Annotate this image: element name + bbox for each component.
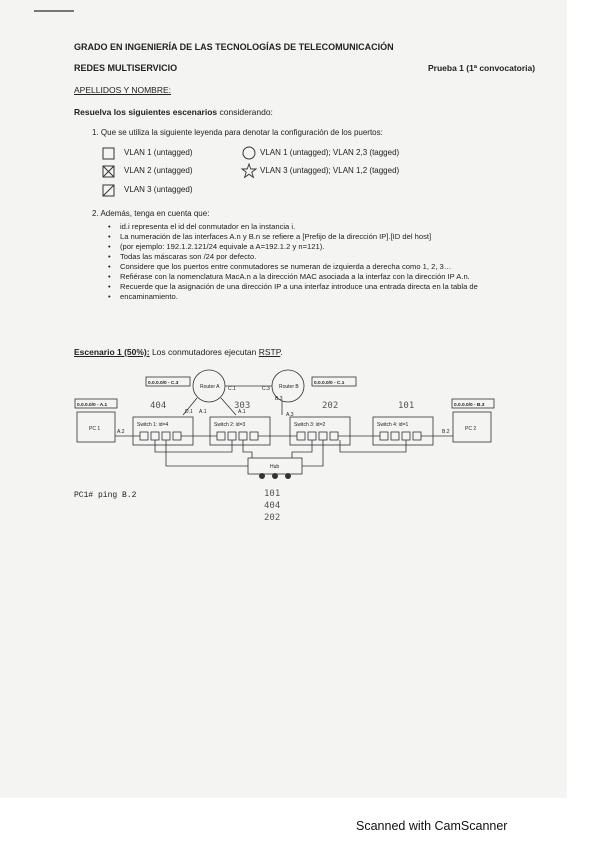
legend-label: VLAN 3 (untagged) bbox=[124, 185, 193, 194]
iface-a1-b: A.1 bbox=[238, 409, 246, 415]
switch-4-label: Switch 4: id=1 bbox=[377, 422, 408, 428]
network-diagram: 0.0.0.0/0 - C.3 0.0.0.0/0 - C.1 0.0.0.0/… bbox=[74, 369, 495, 479]
subject-title: REDES MULTISERVICIO bbox=[74, 63, 178, 73]
scenario-text: Los conmutadores ejecutan bbox=[149, 347, 259, 357]
iface-c1: C.1 bbox=[228, 386, 236, 392]
list-item: Refiérase con la nomenclatura MacA.n a l… bbox=[108, 272, 488, 282]
route-box-pc1 bbox=[74, 398, 118, 409]
list-item-continuation: encaminamiento. bbox=[108, 292, 488, 302]
top-dash-mark bbox=[34, 10, 74, 12]
list-item: Recuerde que la asignación de una direcc… bbox=[108, 282, 488, 292]
pc2-label: PC 2 bbox=[465, 426, 476, 432]
pc1-box bbox=[76, 411, 116, 443]
handwritten-note: 404 bbox=[264, 501, 281, 511]
iface-b3: B.3 bbox=[275, 396, 283, 402]
list-item: La numeración de las interfaces A.n y B.… bbox=[108, 232, 488, 242]
switch-3-label: Switch 3: id=2 bbox=[294, 422, 325, 428]
route-box-b bbox=[311, 376, 357, 387]
degree-title: GRADO EN INGENIERÍA DE LAS TECNOLOGÍAS D… bbox=[74, 42, 394, 52]
router-a-label: Router A bbox=[200, 384, 220, 390]
iface-b2: B.2 bbox=[442, 429, 450, 435]
iface-d1: D.1 bbox=[185, 409, 193, 415]
slashed-square-icon bbox=[102, 184, 115, 197]
switch-1 bbox=[132, 416, 194, 446]
exam-title: Prueba 1 (1ª convocatoria) bbox=[428, 63, 536, 73]
handwritten-note: 202 bbox=[264, 513, 281, 523]
instructions-lead-rest: considerando: bbox=[217, 107, 273, 117]
scanner-watermark: Scanned with CamScanner bbox=[356, 819, 508, 833]
iface-a1: A.1 bbox=[199, 409, 207, 415]
router-b-label: Router B bbox=[279, 384, 299, 390]
handwritten-note: 101 bbox=[398, 401, 415, 411]
list-item: Todas las máscaras son /24 por defecto. bbox=[108, 252, 488, 262]
route-label-pc1: 0.0.0.0/0 - A.1 bbox=[77, 402, 108, 408]
hub-label: Hub bbox=[270, 464, 279, 470]
route-label-pc2: 0.0.0.0/0 - B.3 bbox=[454, 402, 485, 408]
iface-a3: A.3 bbox=[286, 412, 294, 418]
list-item-continuation: (por ejemplo: 192.1.2.121/24 equivale a … bbox=[108, 242, 488, 252]
iface-a2: A.2 bbox=[117, 429, 125, 435]
switch-1-label: Switch 1: id=4 bbox=[137, 422, 168, 428]
crossed-square-icon bbox=[102, 165, 115, 178]
handwritten-note: 101 bbox=[264, 489, 281, 499]
circle-icon bbox=[242, 146, 256, 160]
legend-label: VLAN 3 (untagged); VLAN 1,2 (tagged) bbox=[260, 166, 400, 175]
legend-label: VLAN 2 (untagged) bbox=[124, 166, 193, 175]
list-item: Considere que los puertos entre conmutad… bbox=[108, 262, 488, 272]
instruction-item-2: 2. Además, tenga en cuenta que: bbox=[92, 209, 210, 218]
pc2-box bbox=[452, 411, 492, 443]
instructions-lead: Resuelva los siguientes escenarios consi… bbox=[74, 108, 273, 117]
bullet-list: id.i representa el id del conmutador en … bbox=[108, 222, 488, 302]
legend-symbols bbox=[102, 146, 258, 197]
square-icon bbox=[102, 147, 115, 160]
list-item: id.i representa el id del conmutador en … bbox=[108, 222, 488, 232]
switch-2-label: Switch 2: id=3 bbox=[214, 422, 245, 428]
handwritten-note: 404 bbox=[150, 401, 167, 411]
legend-label: VLAN 1 (untagged) bbox=[124, 148, 193, 157]
switch-4 bbox=[372, 416, 434, 446]
scenario-title: Escenario 1 (50%): Los conmutadores ejec… bbox=[74, 348, 283, 357]
scenario-period: . bbox=[280, 347, 283, 357]
legend-label: VLAN 1 (untagged); VLAN 2,3 (tagged) bbox=[260, 148, 400, 157]
route-label-b: 0.0.0.0/0 - C.1 bbox=[314, 380, 345, 386]
pc1-label: PC 1 bbox=[89, 426, 100, 432]
star-icon bbox=[240, 162, 258, 179]
ping-command: PC1# ping B.2 bbox=[74, 491, 137, 500]
instructions-lead-bold: Resuelva los siguientes escenarios bbox=[74, 107, 218, 117]
scenario-label: Escenario 1 (50%): bbox=[74, 347, 150, 357]
route-box-pc2 bbox=[451, 398, 495, 409]
name-field-label: APELLIDOS Y NOMBRE: bbox=[74, 85, 171, 95]
switch-3 bbox=[289, 416, 351, 446]
instruction-item-1: 1. Que se utiliza la siguiente leyenda p… bbox=[92, 128, 383, 137]
route-box-a bbox=[145, 376, 191, 387]
iface-c3: C.3 bbox=[262, 386, 270, 392]
scanned-page: GRADO EN INGENIERÍA DE LAS TECNOLOGÍAS D… bbox=[0, 0, 567, 798]
handwritten-note: 303 bbox=[234, 401, 251, 411]
switch-2 bbox=[209, 416, 271, 446]
route-label-a: 0.0.0.0/0 - C.3 bbox=[148, 380, 179, 386]
handwritten-note: 202 bbox=[322, 401, 339, 411]
scenario-protocol: RSTP bbox=[258, 347, 281, 357]
